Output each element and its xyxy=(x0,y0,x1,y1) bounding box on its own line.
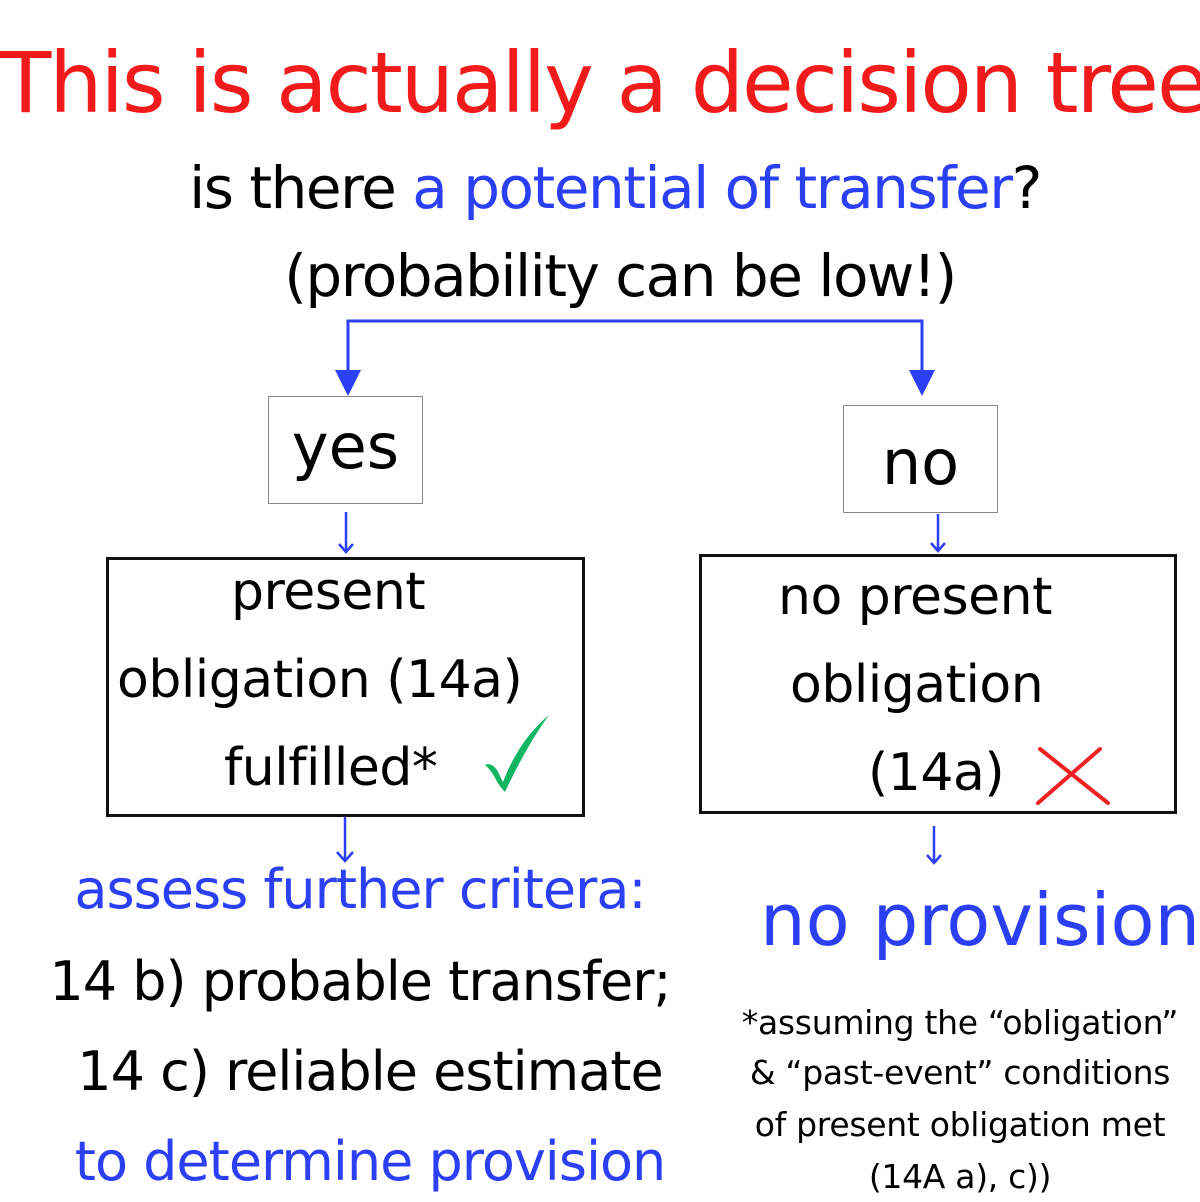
box-line: no present xyxy=(778,567,1052,627)
cross-icon xyxy=(1036,747,1110,805)
footnote-line: *assuming the “obligation” xyxy=(741,1003,1179,1042)
question-note: (probability can be low!) xyxy=(284,242,957,310)
footnote-line: of present obligation met xyxy=(754,1105,1166,1144)
no-provision-result: no provision xyxy=(760,878,1200,962)
box-line: fulfilled* xyxy=(224,738,438,798)
criterion-14c: 14 c) reliable estimate xyxy=(77,1040,663,1103)
diagram-title: This is actually a decision tree xyxy=(0,34,1200,132)
no-node: no xyxy=(843,405,998,513)
footnote-line: & “past-event” conditions xyxy=(749,1053,1171,1092)
footnote-line: (14A a), c)) xyxy=(868,1157,1052,1196)
box-line: obligation (14a) xyxy=(117,650,523,710)
yes-node: yes xyxy=(268,396,423,504)
box-line: obligation xyxy=(790,655,1044,715)
arrowhead-yes xyxy=(335,370,361,396)
criterion-14b: 14 b) probable transfer; xyxy=(49,950,671,1013)
box-line: (14a) xyxy=(868,743,1005,803)
question-suffix: ? xyxy=(1011,154,1043,222)
question-highlight: a potential of transfer xyxy=(412,154,1013,222)
assess-further-criteria: assess further critera: xyxy=(74,858,646,921)
present-obligation-box: present obligation (14a) fulfilled* xyxy=(106,557,585,817)
no-present-obligation-box: no present obligation (14a) xyxy=(699,554,1177,814)
determine-provision: to determine provision xyxy=(74,1130,666,1193)
box-line: present xyxy=(231,562,426,622)
split-connector xyxy=(346,319,924,392)
root-question: is there a potential of transfer? xyxy=(0,150,1200,226)
yes-label: yes xyxy=(291,409,400,483)
no-label: no xyxy=(881,425,960,499)
question-prefix: is there xyxy=(189,154,413,222)
check-icon xyxy=(485,715,549,792)
arrowhead-no xyxy=(909,370,935,396)
